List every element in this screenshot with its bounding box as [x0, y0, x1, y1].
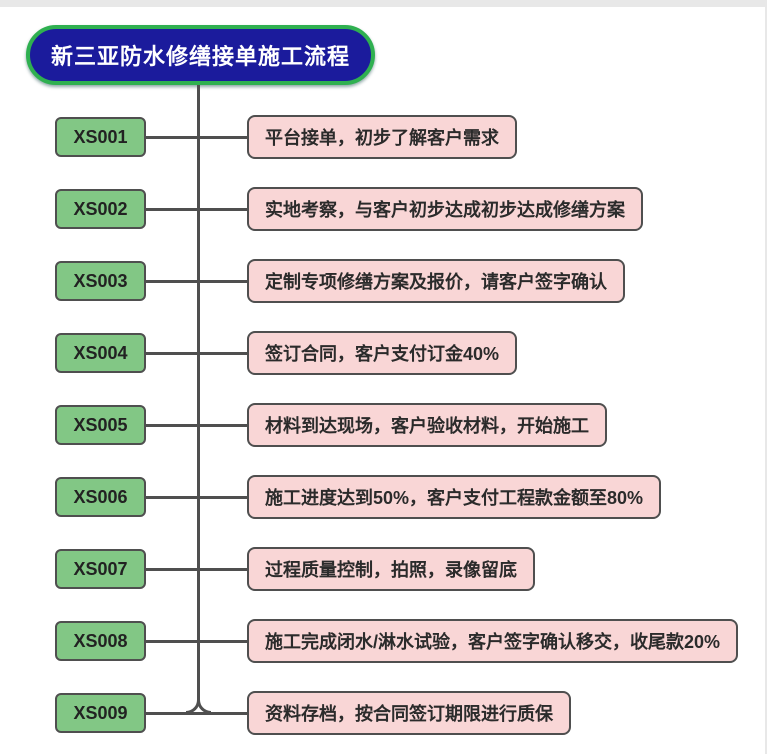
step-description-node[interactable]: 平台接单，初步了解客户需求 — [247, 115, 517, 159]
step-description-label: 材料到达现场，客户验收材料，开始施工 — [265, 416, 589, 436]
step-code-label: XS006 — [73, 486, 128, 507]
connector-line — [146, 568, 247, 571]
step-description-label: 施工完成闭水/淋水试验，客户签字确认移交，收尾款20% — [265, 632, 721, 652]
flow-title-node[interactable]: 新三亚防水修缮接单施工流程 — [26, 25, 375, 85]
step-description-node[interactable]: 签订合同，客户支付订金40% — [247, 331, 518, 375]
step-description-node[interactable]: 过程质量控制，拍照，录像留底 — [247, 547, 535, 591]
step-description-label: 签订合同，客户支付订金40% — [265, 344, 500, 364]
step-code-label: XS007 — [73, 558, 128, 579]
step-code-node[interactable]: XS008 — [55, 621, 146, 661]
step-code-label: XS004 — [73, 342, 128, 363]
step-code-node[interactable]: XS001 — [55, 117, 146, 157]
step-description-label: 资料存档，按合同签订期限进行质保 — [265, 704, 553, 724]
step-code-node[interactable]: XS004 — [55, 333, 146, 373]
flow-row: XS001 平台接单，初步了解客户需求 — [0, 101, 767, 173]
step-code-node[interactable]: XS006 — [55, 477, 146, 517]
step-code-node[interactable]: XS003 — [55, 261, 146, 301]
step-description-label: 平台接单，初步了解客户需求 — [265, 128, 499, 148]
connector-line — [146, 208, 247, 211]
step-description-node[interactable]: 材料到达现场，客户验收材料，开始施工 — [247, 403, 607, 447]
flow-row: XS008 施工完成闭水/淋水试验，客户签字确认移交，收尾款20% — [0, 605, 767, 677]
step-code-label: XS008 — [73, 630, 128, 651]
flow-row: XS004 签订合同，客户支付订金40% — [0, 317, 767, 389]
step-code-node[interactable]: XS005 — [55, 405, 146, 445]
flow-row: XS003 定制专项修缮方案及报价，请客户签字确认 — [0, 245, 767, 317]
step-code-node[interactable]: XS002 — [55, 189, 146, 229]
flow-row: XS009 资料存档，按合同签订期限进行质保 — [0, 677, 767, 749]
flow-row: XS006 施工进度达到50%，客户支付工程款金额至80% — [0, 461, 767, 533]
step-description-node[interactable]: 定制专项修缮方案及报价，请客户签字确认 — [247, 259, 625, 303]
flow-row: XS007 过程质量控制，拍照，录像留底 — [0, 533, 767, 605]
connector-line — [146, 424, 247, 427]
connector-line — [146, 712, 247, 715]
step-description-label: 实地考察，与客户初步达成初步达成修缮方案 — [265, 200, 625, 220]
step-description-label: 过程质量控制，拍照，录像留底 — [265, 560, 517, 580]
step-code-node[interactable]: XS007 — [55, 549, 146, 589]
step-code-label: XS003 — [73, 270, 128, 291]
connector-line — [146, 496, 247, 499]
trunk-line — [197, 85, 200, 703]
connector-line — [146, 640, 247, 643]
step-code-label: XS001 — [73, 126, 128, 147]
step-description-label: 定制专项修缮方案及报价，请客户签字确认 — [265, 272, 607, 292]
step-description-label: 施工进度达到50%，客户支付工程款金额至80% — [265, 488, 644, 508]
step-description-node[interactable]: 施工进度达到50%，客户支付工程款金额至80% — [247, 475, 662, 519]
connector-line — [146, 280, 247, 283]
step-code-label: XS005 — [73, 414, 128, 435]
flow-row: XS002 实地考察，与客户初步达成初步达成修缮方案 — [0, 173, 767, 245]
page-right-edge — [765, 0, 767, 754]
connector-line — [146, 136, 247, 139]
connector-line — [146, 352, 247, 355]
step-code-label: XS002 — [73, 198, 128, 219]
step-code-node[interactable]: XS009 — [55, 693, 146, 733]
step-description-node[interactable]: 实地考察，与客户初步达成初步达成修缮方案 — [247, 187, 643, 231]
flow-row: XS005 材料到达现场，客户验收材料，开始施工 — [0, 389, 767, 461]
flow-title-label: 新三亚防水修缮接单施工流程 — [50, 44, 350, 69]
page-top-edge — [0, 0, 767, 7]
step-description-node[interactable]: 资料存档，按合同签订期限进行质保 — [247, 691, 571, 735]
step-code-label: XS009 — [73, 702, 128, 723]
step-description-node[interactable]: 施工完成闭水/淋水试验，客户签字确认移交，收尾款20% — [247, 619, 739, 663]
